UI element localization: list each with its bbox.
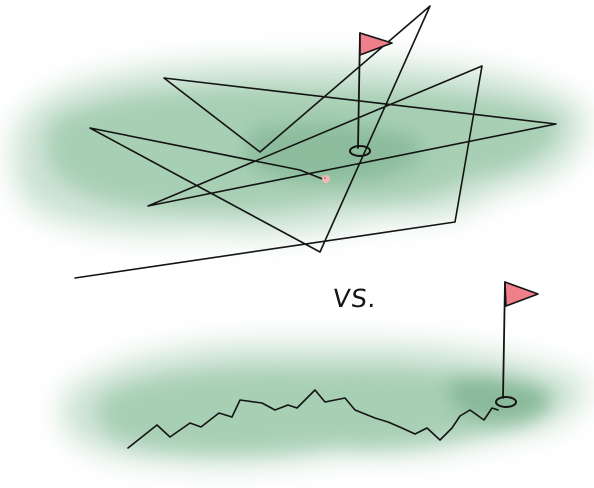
hole-icon <box>495 396 517 408</box>
top-scene <box>12 5 586 279</box>
bottom-scene <box>61 281 586 465</box>
flag-icon <box>357 32 393 149</box>
chaotic-path <box>74 5 557 279</box>
hole-icon <box>349 145 371 157</box>
ball-icon <box>322 175 330 183</box>
steady-path <box>127 389 499 449</box>
grass-patch-icon <box>61 343 586 465</box>
flag-icon <box>502 281 539 399</box>
vs-label: VS. <box>331 284 379 313</box>
grass-patch-icon <box>12 61 586 236</box>
